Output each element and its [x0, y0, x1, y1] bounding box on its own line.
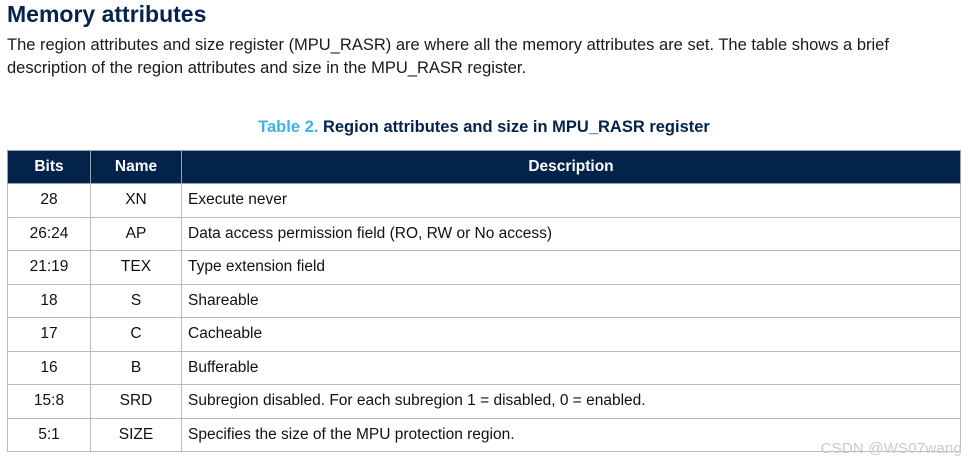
table-caption-title: Region attributes and size in MPU_RASR r… [322, 118, 710, 136]
table-row: 5:1 SIZE Specifies the size of the MPU p… [7, 417, 961, 452]
cell-bits: 28 [7, 183, 91, 218]
cell-name: C [90, 317, 182, 352]
cell-name: XN [90, 183, 182, 218]
table-row: 28 XN Execute never [7, 183, 961, 218]
watermark: CSDN @WS07wang [820, 440, 962, 457]
cell-bits: 15:8 [7, 384, 91, 419]
cell-name: S [90, 283, 182, 318]
header-description: Description [181, 150, 961, 184]
cell-description: Specifies the size of the MPU protection… [181, 417, 961, 452]
header-name: Name [90, 150, 182, 184]
cell-bits: 18 [7, 283, 91, 318]
cell-description: Data access permission field (RO, RW or … [181, 216, 961, 251]
cell-description: Execute never [181, 183, 961, 218]
table-row: 16 B Bufferable [7, 350, 961, 385]
table-row: 18 S Shareable [7, 283, 961, 318]
table-caption-number: Table 2. [258, 118, 319, 136]
cell-name: AP [90, 216, 182, 251]
table-row: 21:19 TEX Type extension field [7, 250, 961, 285]
cell-name: B [90, 350, 182, 385]
cell-bits: 17 [7, 317, 91, 352]
table-row: 15:8 SRD Subregion disabled. For each su… [7, 384, 961, 419]
register-table: Bits Name Description 28 XN Execute neve… [7, 150, 961, 452]
header-bits: Bits [7, 150, 91, 184]
cell-description: Shareable [181, 283, 961, 318]
table-header-row: Bits Name Description [7, 150, 961, 184]
section-intro: The region attributes and size register … [7, 36, 889, 77]
cell-bits: 5:1 [7, 417, 91, 452]
cell-bits: 16 [7, 350, 91, 385]
table-caption: Table 2. Region attributes and size in M… [0, 116, 968, 138]
cell-description: Bufferable [181, 350, 961, 385]
table-row: 26:24 AP Data access permission field (R… [7, 216, 961, 251]
table-row: 17 C Cacheable [7, 317, 961, 352]
cell-bits: 26:24 [7, 216, 91, 251]
cell-description: Subregion disabled. For each subregion 1… [181, 384, 961, 419]
cell-name: TEX [90, 250, 182, 285]
cell-description: Cacheable [181, 317, 961, 352]
cell-name: SRD [90, 384, 182, 419]
section-title: Memory attributes [7, 1, 207, 27]
cell-bits: 21:19 [7, 250, 91, 285]
cell-description: Type extension field [181, 250, 961, 285]
cell-name: SIZE [90, 417, 182, 452]
